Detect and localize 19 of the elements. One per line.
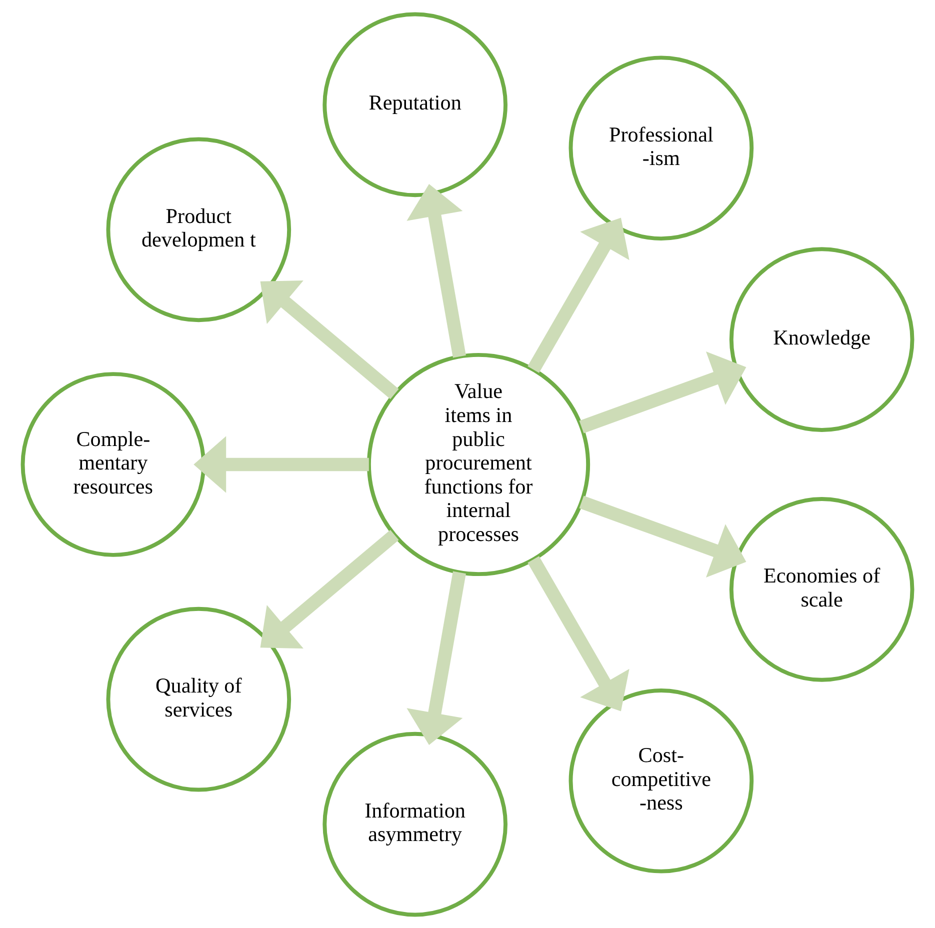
arrow — [260, 280, 399, 399]
arrow — [406, 183, 466, 358]
node-circle: Economies of scale — [729, 496, 914, 682]
node-circle: Information asymmetry — [322, 731, 508, 916]
node-circle: Reputation — [322, 12, 508, 197]
arrow — [579, 350, 746, 433]
arrow — [194, 436, 369, 492]
arrow — [528, 217, 630, 372]
node-circle: Cost- competitive -ness — [568, 688, 754, 873]
arrow — [579, 495, 746, 578]
node-circle: Quality of services — [106, 606, 292, 792]
arrow — [406, 570, 466, 745]
node-circle: Knowledge — [729, 246, 914, 432]
node-circle: Professional -ism — [568, 55, 754, 240]
node-circle: Value items in public procurement functions for internal processes — [366, 352, 590, 576]
node-circle: Comple- mentary resources — [20, 372, 206, 556]
arrow — [260, 529, 399, 648]
node-circle: Product developmen t — [106, 136, 292, 322]
arrow — [528, 556, 630, 711]
